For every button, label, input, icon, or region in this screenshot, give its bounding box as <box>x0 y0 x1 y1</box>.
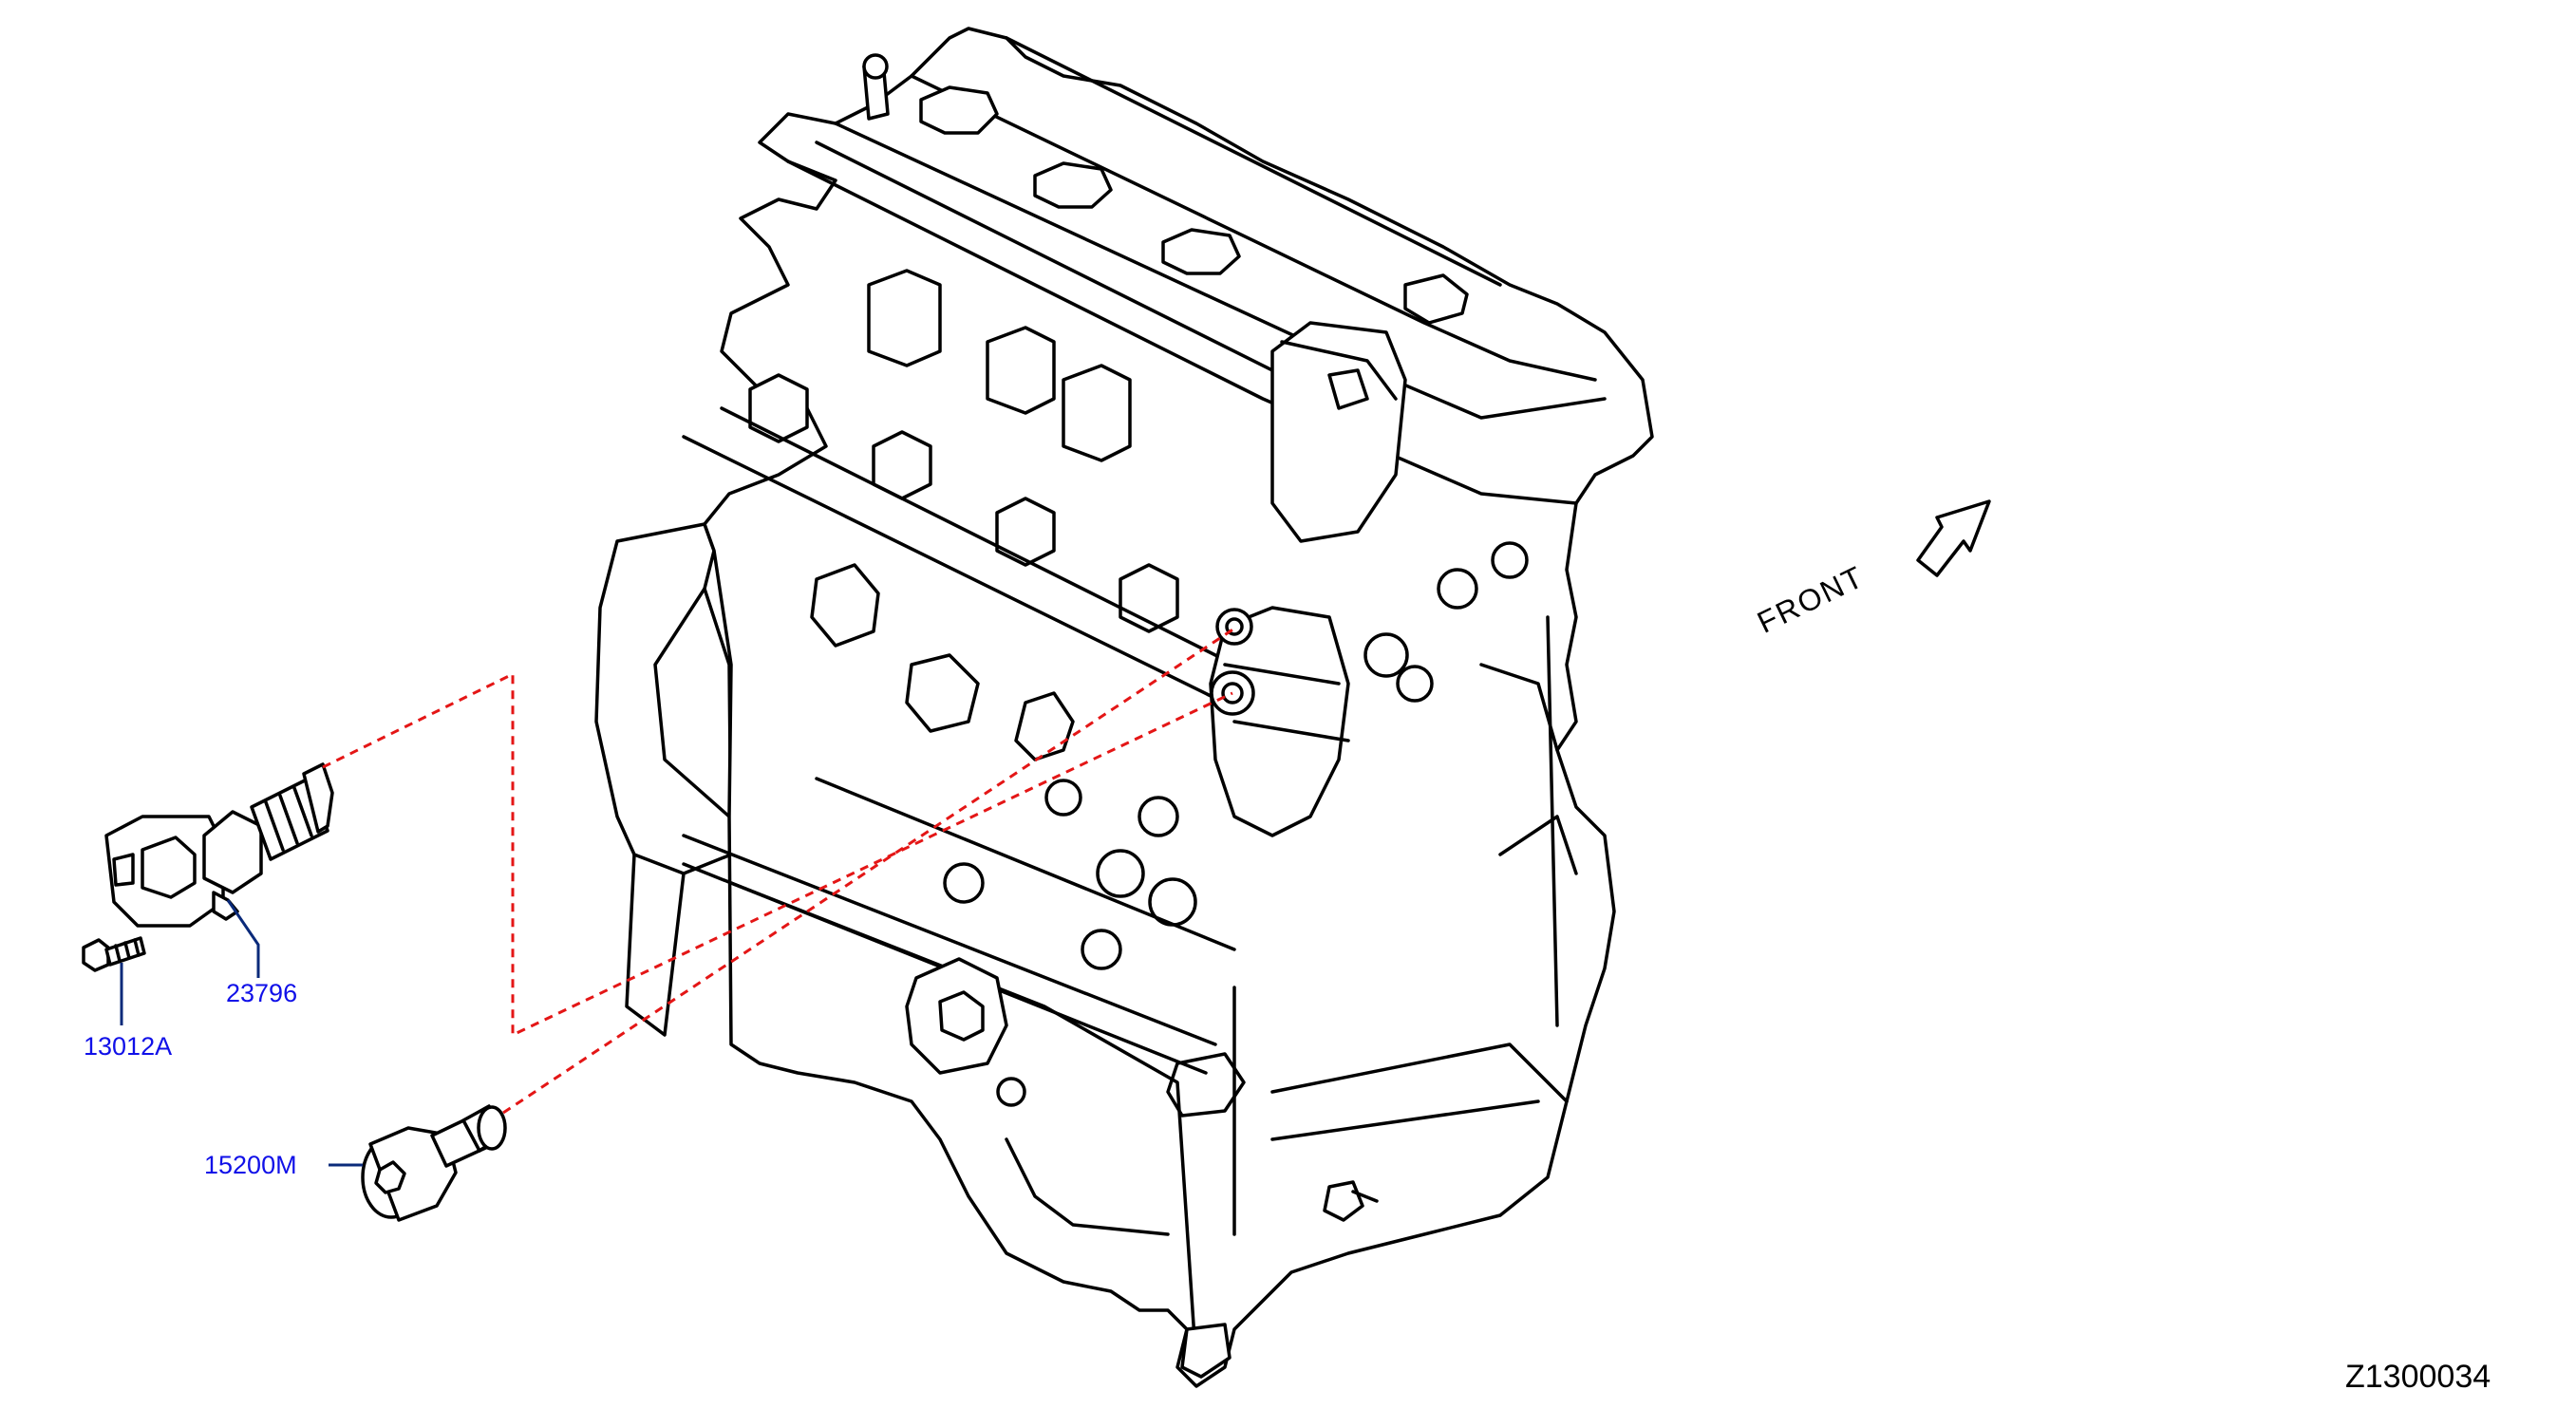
dashed-line-strainer <box>502 627 1235 1115</box>
part-number-23796[interactable]: 23796 <box>226 979 298 1007</box>
part-number-15200M[interactable]: 15200M <box>204 1151 297 1179</box>
oil-strainer-plug-part[interactable] <box>361 1104 507 1222</box>
engine-block <box>594 27 1654 1388</box>
timing-cover <box>1209 606 1350 837</box>
diagram-id: Z1300034 <box>2345 1359 2491 1395</box>
front-housing <box>1270 321 1407 543</box>
vtc-solenoid-part[interactable] <box>104 762 334 928</box>
callout-leaders <box>120 899 363 1167</box>
engine-left-flank <box>594 522 733 875</box>
assembly-lines <box>322 627 1235 1115</box>
part-number-13012A[interactable]: 13012A <box>84 1032 173 1061</box>
oil-filler-cap <box>919 85 999 135</box>
leader-23796 <box>226 899 260 978</box>
oil-pressure-boss <box>905 957 1008 1075</box>
front-arrow-icon <box>1916 499 1991 577</box>
solenoid-mount-boss <box>1210 608 1255 716</box>
bolt-part[interactable] <box>82 936 146 972</box>
engine-main-outline <box>703 27 1654 1388</box>
